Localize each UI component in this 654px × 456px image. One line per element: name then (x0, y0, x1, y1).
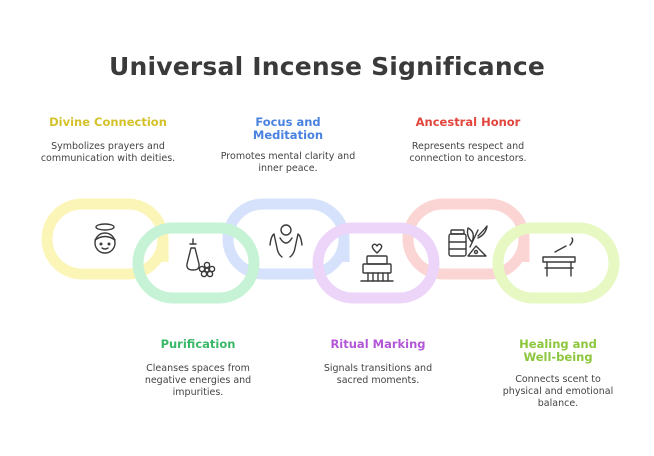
item-ancestral-honor: Ancestral Honor Represents respect and c… (398, 116, 538, 165)
meditation-hands-icon (269, 224, 303, 258)
offering-jar-plant-icon (448, 225, 488, 257)
page-title: Universal Incense Significance (108, 52, 546, 81)
halo-face-icon (94, 223, 116, 254)
ring-healing-wellbeing (492, 222, 620, 304)
item-heading: Ancestral Honor (415, 115, 521, 129)
item-description: Cleanses spaces from negative energies a… (144, 363, 252, 398)
item-focus-meditation: Focus and Meditation Promotes mental cla… (218, 116, 358, 175)
ring-ritual-marking (312, 222, 440, 304)
ring-purification (132, 222, 260, 304)
item-heading: Healing and Well-being (519, 337, 597, 364)
item-healing-wellbeing: Healing and Well-being Connects scent to… (488, 338, 628, 410)
item-description: Connects scent to physical and emotional… (502, 374, 614, 409)
item-heading: Focus and Meditation (252, 115, 324, 142)
item-description: Symbolizes prayers and communication wit… (40, 141, 176, 164)
item-heading: Purification (160, 337, 236, 351)
massage-table-icon (542, 237, 576, 277)
item-description: Represents respect and connection to anc… (409, 141, 527, 164)
item-description: Signals transitions and sacred moments. (323, 363, 433, 386)
item-heading: Ritual Marking (330, 337, 426, 351)
incense-bag-flower-icon (186, 238, 216, 278)
item-description: Promotes mental clarity and inner peace. (220, 151, 356, 174)
altar-cake-icon (360, 243, 394, 282)
item-divine-connection: Divine Connection Symbolizes prayers and… (38, 116, 178, 165)
item-purification: Purification Cleanses spaces from negati… (128, 338, 268, 399)
item-ritual-marking: Ritual Marking Signals transitions and s… (308, 338, 448, 387)
item-heading: Divine Connection (49, 115, 167, 129)
